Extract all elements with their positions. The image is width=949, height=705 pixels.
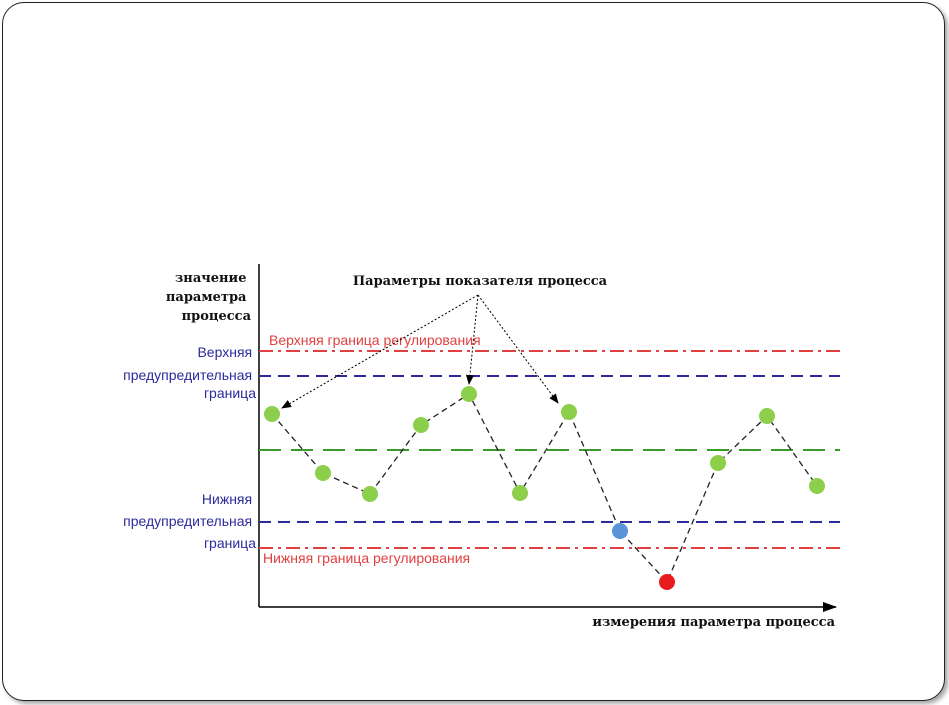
measurement-point-normal [809,478,825,494]
upper-warning-label-line: Верхняя [197,344,252,360]
y-axis-label-line: процесса [182,309,252,324]
measurement-point-normal [413,417,429,433]
measurement-point-out-of-control [659,574,675,590]
measurement-point-normal [759,408,775,424]
measurement-point-normal [512,485,528,501]
measurement-point-warning [612,523,628,539]
callout-arrow [477,294,559,404]
measurement-point-normal [362,486,378,502]
measurement-points [264,386,825,590]
lower-warning-label-line: Нижняя [202,491,252,507]
callout-arrow [281,294,479,409]
y-axis-label-line: значение [175,271,246,286]
callout-arrow [465,294,479,385]
measurement-path [271,393,818,584]
lower-warning-limit-label: Нижняя предупредительная граница [123,491,256,551]
measurement-point-normal [561,404,577,420]
lower-control-limit-label: Нижняя граница регулирования [263,550,470,566]
measurement-point-normal [461,386,477,402]
callout-arrows [281,294,559,409]
y-axis-label: значение параметра процесса [166,271,252,324]
lower-warning-label-line: граница [204,535,256,551]
measurement-point-normal [315,465,331,481]
upper-warning-label-line: предупредительная [123,367,252,383]
measurement-point-normal [264,406,280,422]
y-axis-label-line: параметра [166,290,247,305]
callout-label: Параметры показателя процесса [353,274,608,289]
upper-warning-label-line: граница [204,385,256,401]
upper-warning-limit-label: Верхняя предупредительная граница [123,344,256,401]
lower-warning-label-line: предупредительная [123,513,252,529]
measurement-point-normal [710,455,726,471]
x-axis-label: измерения параметра процесса [592,615,835,630]
upper-control-limit-label: Верхняя граница регулирования [269,332,481,348]
